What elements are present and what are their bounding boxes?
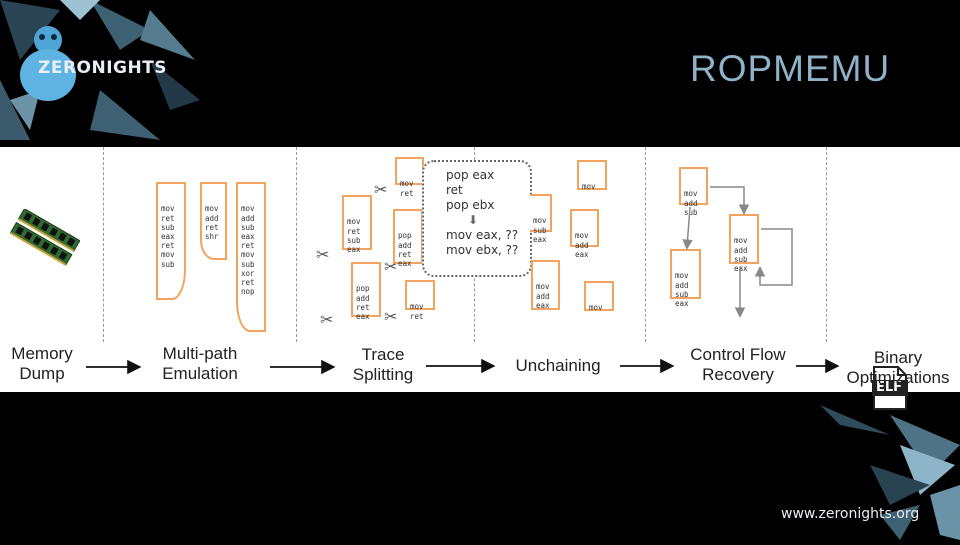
stage-divider	[103, 147, 104, 342]
stage-divider	[826, 147, 827, 342]
zeronights-logo	[0, 0, 200, 140]
stage-label-unchaining: Unchaining	[515, 356, 601, 375]
flow-arrows	[86, 358, 840, 375]
stage-divider	[645, 147, 646, 342]
unchain-block: mov	[577, 160, 607, 191]
elf-file-icon: ELF	[872, 366, 908, 410]
scissors-icon: ✂	[320, 312, 334, 329]
unchain-block: mov	[584, 281, 614, 312]
scissors-icon: ✂	[374, 182, 388, 199]
elf-label: ELF	[876, 380, 903, 395]
stage-divider	[296, 147, 297, 342]
logo-graphic	[0, 0, 200, 140]
scissors-icon: ✂	[316, 247, 330, 264]
logo-text: ZERONIGHTS	[38, 58, 168, 78]
scissors-icon: ✂	[384, 309, 398, 326]
down-arrow-icon: ⬇	[468, 213, 479, 227]
footer-url: www.zeronights.org	[781, 506, 920, 522]
scissors-icon: ✂	[384, 259, 398, 276]
slide-title: ROPMEMU	[690, 48, 891, 89]
memory-module-icon	[9, 207, 81, 274]
cfg-edges	[682, 186, 793, 318]
decorative-shards	[780, 395, 960, 540]
gadget-callout: pop eax ret pop ebx ⬇ mov eax, ?? mov eb…	[422, 160, 532, 277]
